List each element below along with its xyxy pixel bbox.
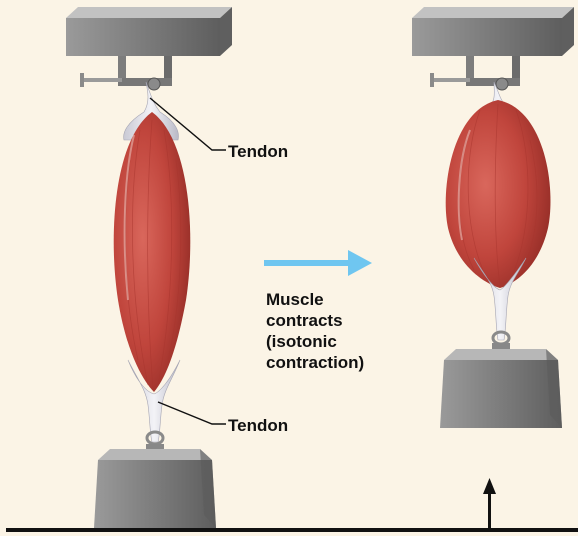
ground-line <box>6 528 578 532</box>
lift-arrow <box>483 478 496 530</box>
left-clamp <box>80 56 172 90</box>
caption-line: Muscle <box>266 289 364 310</box>
tendon-bottom-leader-line <box>158 402 226 424</box>
right-clamp <box>430 56 520 90</box>
right-apparatus <box>412 7 574 428</box>
left-ceiling-block <box>66 7 232 56</box>
right-muscle-belly <box>446 100 551 288</box>
contraction-caption: Muscle contracts (isotonic contraction) <box>266 289 364 373</box>
left-weight <box>94 449 216 528</box>
right-ceiling-block <box>412 7 574 56</box>
caption-line: contracts <box>266 310 364 331</box>
tendon-bottom-label: Tendon <box>228 415 288 436</box>
caption-line: (isotonic <box>266 331 364 352</box>
right-weight <box>440 349 562 428</box>
transition-arrow <box>264 250 372 276</box>
left-apparatus <box>66 7 232 528</box>
tendon-top-label: Tendon <box>228 141 288 162</box>
caption-line: contraction) <box>266 352 364 373</box>
